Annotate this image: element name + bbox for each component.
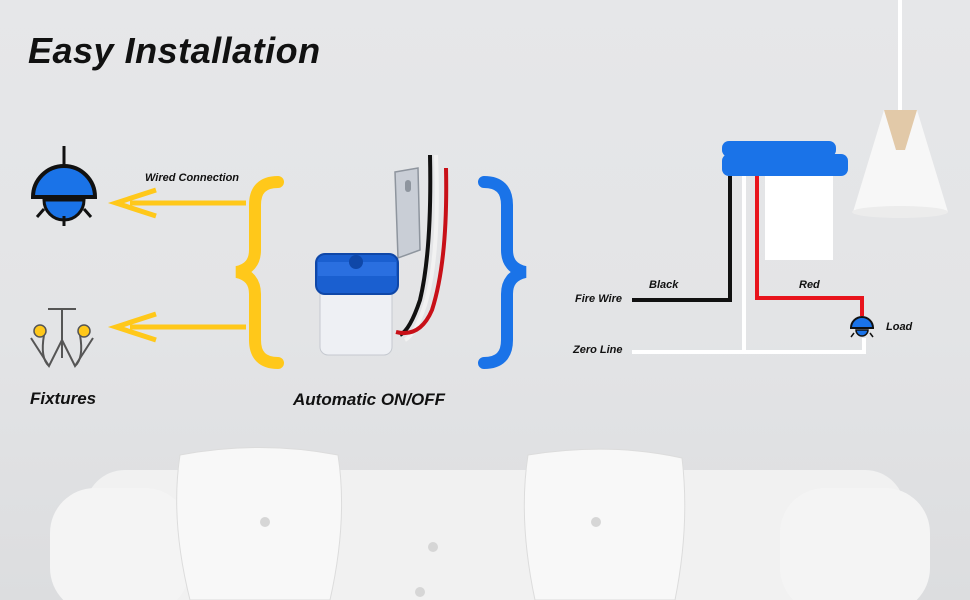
ceiling-lamp-icon (852, 110, 948, 218)
zero-line-label: Zero Line (573, 344, 623, 356)
red-wire (755, 176, 864, 316)
black-wire-label: Black (649, 279, 679, 291)
sensor-cap-top (722, 141, 836, 157)
right-brace (478, 176, 527, 369)
pendant-lamp-icon (30, 146, 98, 226)
sensor-cap-bottom (722, 154, 848, 176)
arrow-left-icon (107, 311, 246, 343)
wiring-diagram (632, 141, 875, 354)
sofa (50, 447, 930, 600)
fire-wire-label: Fire Wire (575, 293, 622, 305)
red-wire-label: Red (799, 279, 820, 291)
arrow-left-icon (107, 187, 246, 219)
left-brace (235, 176, 284, 369)
load-label: Load (886, 321, 913, 333)
chandelier-icon (30, 308, 94, 369)
light-sensor-switch-icon (315, 154, 449, 356)
black-wire (632, 176, 732, 302)
page-title: Easy Installation (28, 30, 321, 71)
fixtures-label: Fixtures (30, 389, 97, 408)
ceiling-lamp-icon (849, 316, 875, 338)
zero-line-wire (632, 338, 866, 354)
automatic-label: Automatic ON/OFF (293, 390, 446, 409)
wired-connection-label: Wired Connection (145, 172, 240, 184)
sensor-body (765, 170, 833, 260)
